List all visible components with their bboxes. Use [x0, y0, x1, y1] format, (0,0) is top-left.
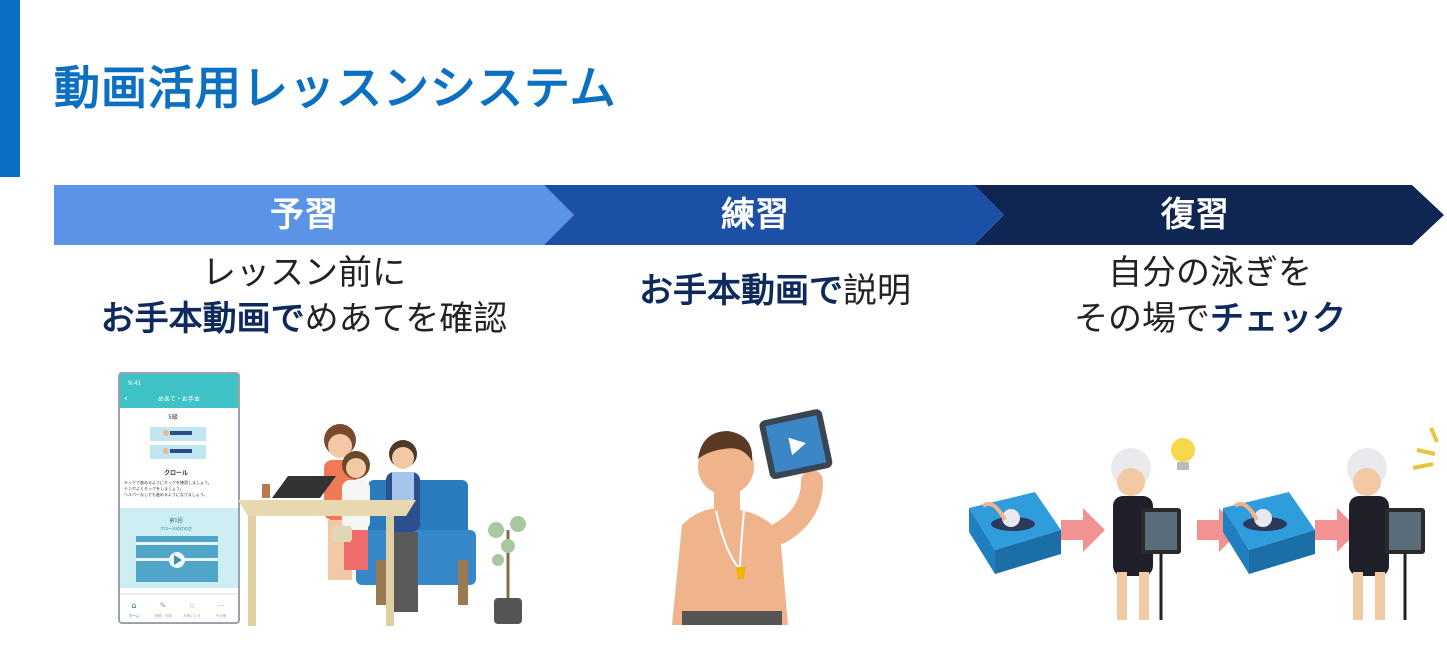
arrow-right-icon — [1061, 508, 1105, 552]
phone-lesson-sub: クロールのけのび — [160, 525, 192, 531]
step-review-label: 復習 — [975, 190, 1415, 240]
prep-description: レッスン前に お手本動画でめあてを確認 — [54, 250, 554, 342]
prep-line-2: お手本動画でめあてを確認 — [54, 296, 554, 342]
prep-bold: お手本動画で — [101, 299, 305, 339]
accent-bar — [0, 0, 20, 177]
phone-record-icon: ✎ — [160, 601, 167, 610]
practice-bold: お手本動画で — [639, 271, 843, 311]
practice-description: お手本動画で説明 — [555, 268, 995, 314]
review-sequence-illustration — [965, 420, 1445, 625]
phone-level-select: 5級 — [168, 413, 178, 421]
phone-tab-fav: お気に入り — [183, 613, 201, 618]
page-title: 動画活用レッスンシステム — [54, 52, 617, 118]
phone-stroke-title: クロール — [164, 469, 188, 477]
lightbulb-icon — [1171, 438, 1195, 462]
phone-home-icon: ⌂ — [131, 601, 136, 610]
phone-more-icon: ⋯ — [217, 601, 225, 610]
phone-tab-record: 記録・日誌 — [154, 613, 172, 618]
phone-header-title: めあて・お手本 — [158, 395, 200, 403]
review-line-2: その場でチェック — [990, 296, 1430, 342]
phone-status-time: 9:41 — [128, 380, 142, 387]
review-description: 自分の泳ぎを その場でチェック — [990, 250, 1430, 342]
step-prep-label: 予習 — [54, 190, 554, 240]
phone-app-illustration: 9:41 ‹ めあて・お手本 5級 クロール キックで進めるようにキックを練習し… — [118, 372, 240, 624]
phone-text-3: ヘルパーなしでも進めるようになりましょう。 — [124, 491, 208, 497]
review-line-1: 自分の泳ぎを — [990, 250, 1430, 296]
practice-rest: 説明 — [843, 271, 911, 311]
phone-tab-home: ホーム — [129, 613, 140, 618]
phone-star-icon: ☆ — [188, 601, 195, 610]
prep-line-1: レッスン前に — [54, 250, 554, 296]
step-practice-label: 練習 — [545, 190, 965, 240]
review-rest: その場で — [1074, 299, 1210, 339]
phone-text-2: テンポよくキックをしましょう。 — [124, 485, 184, 491]
phone-back-icon: ‹ — [124, 394, 128, 404]
coach-tablet-illustration — [662, 405, 842, 625]
family-watching-illustration — [236, 420, 556, 645]
phone-text-1: キックで進めるようにキックを練習しましょう。 — [124, 479, 212, 485]
prep-rest: めあてを確認 — [305, 299, 508, 339]
phone-lesson: 第1回 — [169, 517, 182, 524]
plant-pot-icon — [494, 598, 522, 624]
phone-tab-other: その他 — [216, 613, 227, 618]
review-bold: チェック — [1210, 299, 1346, 339]
